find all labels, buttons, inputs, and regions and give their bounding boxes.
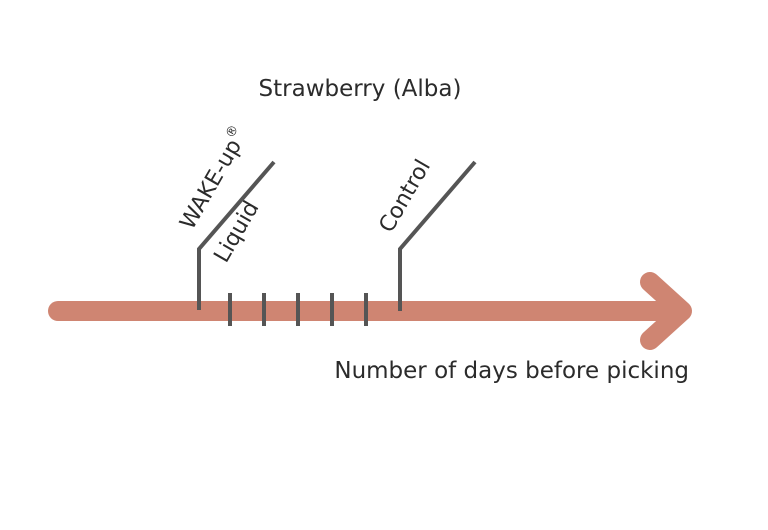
day-ticks	[228, 293, 368, 326]
registered-mark: ®	[223, 122, 242, 141]
wake-up-marker-line	[197, 160, 276, 310]
control-marker: Control	[375, 156, 477, 311]
wake-up-marker: WAKE-up® Liquid	[176, 122, 276, 310]
axis-label: Number of days before picking	[334, 358, 689, 384]
arrow-head	[640, 272, 692, 350]
control-label: Control	[375, 156, 436, 237]
control-marker-line	[398, 160, 477, 311]
timeline-arrow	[48, 272, 692, 350]
liquid-label: Liquid	[210, 197, 265, 267]
diagram-title: Strawberry (Alba)	[259, 76, 462, 102]
